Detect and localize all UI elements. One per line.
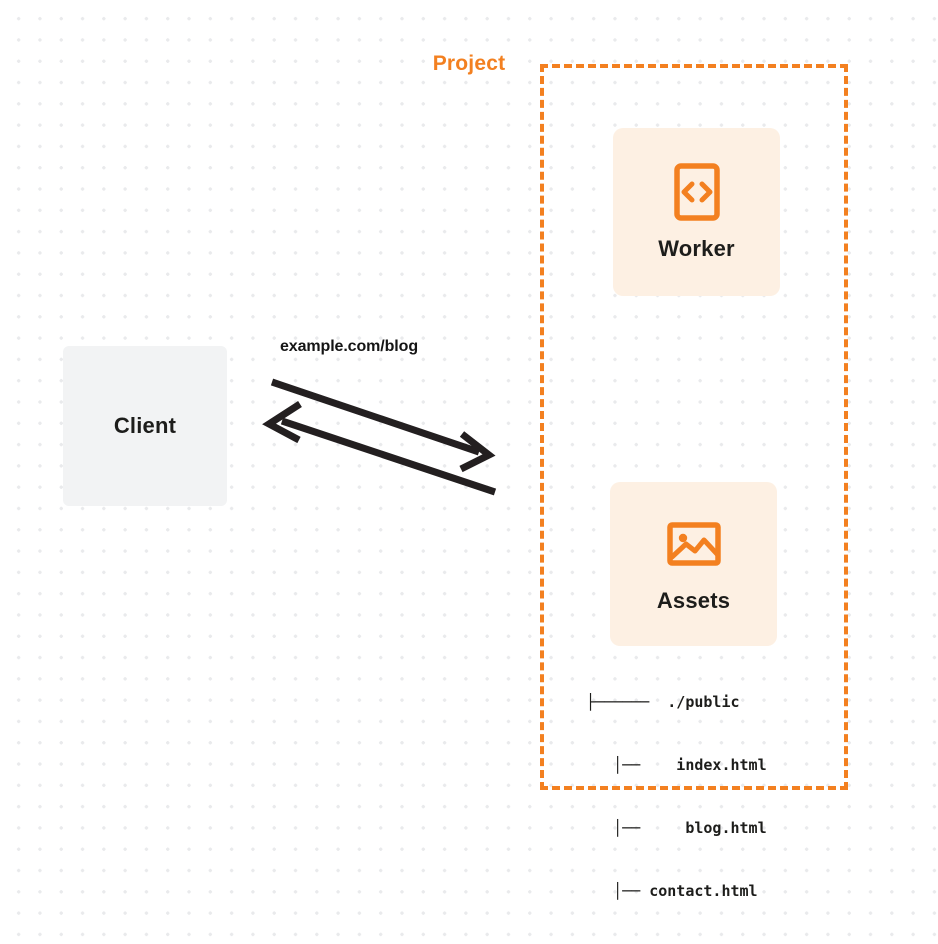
connection-url-label: example.com/blog: [280, 338, 418, 355]
worker-node[interactable]: Worker: [613, 128, 780, 296]
assets-label: Assets: [656, 588, 731, 613]
client-node[interactable]: Client: [63, 346, 227, 506]
project-container: [540, 64, 848, 790]
client-label: Client: [113, 413, 177, 438]
assets-file-tree: ├────── ./public │── index.html │── blog…: [586, 650, 767, 944]
worker-label: Worker: [658, 236, 735, 261]
response-arrow: [262, 401, 497, 496]
diagram-canvas: Client example.com/blog Project Worker: [63, 52, 848, 900]
assets-node[interactable]: Assets: [610, 482, 777, 646]
image-icon: [666, 522, 721, 566]
code-brackets-icon: [673, 163, 720, 221]
request-arrow: [270, 378, 496, 473]
file-tree-row: ├────── ./public: [586, 693, 740, 711]
file-tree-row: │── blog.html: [586, 819, 767, 837]
file-tree-row: │── index.html: [586, 756, 767, 774]
file-tree-row: │── contact.html: [586, 882, 758, 900]
project-title: Project: [426, 52, 512, 76]
